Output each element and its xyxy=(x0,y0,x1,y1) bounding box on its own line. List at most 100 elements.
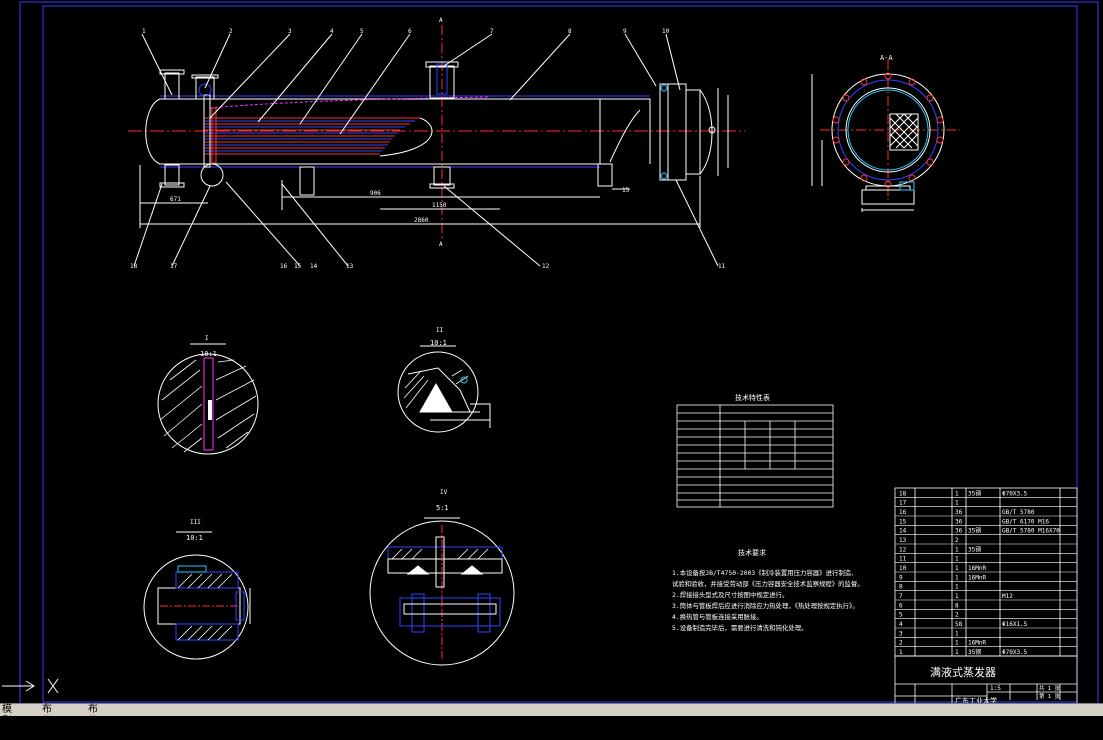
tech-req-line-2: 试验和验收，并接受劳动部《压力容器安全技术监察规程》的监督。 xyxy=(672,579,864,588)
layout-tab-bar: 模型 布局1 布局2 xyxy=(0,703,1103,739)
bom-cell-no: 8 xyxy=(899,584,903,591)
balloon-13: 13 xyxy=(346,263,354,270)
bom-cell-qty: 1 xyxy=(955,556,959,563)
bom-cell-no: 3 xyxy=(899,630,903,637)
bom-cell-note: M12 xyxy=(1002,593,1013,600)
drawing-title: 满液式蒸发器 xyxy=(930,665,996,679)
bom-cell-no: 5 xyxy=(899,612,903,619)
bom-cell-note: Φ70X3.5 xyxy=(1002,490,1028,497)
detail-4-mark: IV xyxy=(440,489,448,496)
title-block xyxy=(894,655,1078,707)
bom-cell-qty: 1 xyxy=(955,490,959,497)
bom-cell-no: 2 xyxy=(899,640,903,647)
bom-cell-qty: 1 xyxy=(955,500,959,507)
side-view-title: A-A xyxy=(880,54,893,62)
title-block-text: 满液式蒸发器 1:5 共 1 张 第 1 张 广东工业大学 xyxy=(930,665,1060,705)
tech-spec-table xyxy=(676,404,834,508)
school-name: 广东工业大学 xyxy=(955,696,997,705)
bom-cell-qty: 36 xyxy=(955,509,963,516)
tech-req-line-5: 4.换热管与管板连接采用胀接。 xyxy=(672,612,763,621)
balloon-16: 16 xyxy=(280,263,288,270)
bom-cell-qty: 1 xyxy=(955,640,959,647)
main-view-labels: A A 671 906 1150 2860 15 1 2 3 4 5 6 7 8… xyxy=(130,17,726,270)
bom-cell-mat: 35钢 xyxy=(968,648,981,656)
dim-2860: 2860 xyxy=(414,217,429,224)
bom-cell-no: 4 xyxy=(899,621,903,628)
tech-req-line-6: 5.设备制造完毕后，需要进行清洗和钝化处理。 xyxy=(672,623,808,632)
balloon-11: 11 xyxy=(718,263,726,270)
balloon-18: 18 xyxy=(130,263,138,270)
bom-cell-no: 7 xyxy=(899,593,903,600)
detail-3-mark: III xyxy=(190,519,201,526)
tech-req-line-3: 2.焊接接头型式及尺寸按图中规定进行。 xyxy=(672,590,788,599)
bom-cell-no: 15 xyxy=(899,518,907,525)
bom-cell-note: GB/T 5780 xyxy=(1002,509,1035,516)
detail-view-1: I 10:1 xyxy=(157,335,259,455)
detail-4-scale: 5:1 xyxy=(436,504,449,512)
balloon-8: 8 xyxy=(568,28,572,35)
ucs-axis-icon xyxy=(2,678,59,694)
section-mark-top: A xyxy=(439,17,443,24)
balloon-5: 5 xyxy=(360,28,364,35)
detail-2-scale: 10:1 xyxy=(430,339,447,347)
bom-cell-qty: 2 xyxy=(955,612,959,619)
sheet-number: 第 1 张 xyxy=(1039,692,1060,700)
detail-view-4: IV 5:1 xyxy=(369,489,515,666)
balloon-2: 2 xyxy=(229,28,233,35)
balloon-4: 4 xyxy=(330,28,334,35)
bom-cell-qty: 2 xyxy=(955,537,959,544)
bom-cell-note: GB/T 5780 M16X70 xyxy=(1002,528,1060,535)
dim-906: 906 xyxy=(370,190,381,197)
bom-cell-no: 13 xyxy=(899,537,907,544)
detail-1-scale: 10:1 xyxy=(200,350,217,358)
detail-3-scale: 10:1 xyxy=(186,534,203,542)
bom-cell-qty: 1 xyxy=(955,584,959,591)
tech-req-title: 技术要求 xyxy=(738,548,766,557)
bom-cell-qty: 1 xyxy=(955,565,959,572)
tech-spec-title: 技术特性表 xyxy=(735,393,770,402)
detail-1-mark: I xyxy=(205,335,209,342)
bom-cell-note: Φ70X3.5 xyxy=(1002,649,1028,656)
bom-cell-qty: 1 xyxy=(955,546,959,553)
bom-cell-no: 16 xyxy=(899,509,907,516)
bom-row-lines xyxy=(895,497,1077,647)
bom-cell-qty: 1 xyxy=(955,593,959,600)
bom-cell-qty: 1 xyxy=(955,649,959,656)
bom-cell-no: 6 xyxy=(899,602,903,609)
detail-2-mark: II xyxy=(436,327,444,334)
dim-671: 671 xyxy=(170,196,181,203)
drawing-scale: 1:5 xyxy=(990,685,1001,692)
balloon-1: 1 xyxy=(142,28,146,35)
tech-req-line-4: 3.筒体与管板焊后应进行消除应力热处理，《热处理按规定执行》。 xyxy=(672,601,859,610)
drawing-border-inner xyxy=(42,5,1078,703)
balloon-14: 14 xyxy=(310,263,318,270)
bom-cell-no: 18 xyxy=(899,490,907,497)
bom-cell-mat: 16MnR xyxy=(968,574,986,581)
balloon-15: 15 xyxy=(294,263,302,270)
balloon-12: 12 xyxy=(542,263,550,270)
sheet-total: 共 1 张 xyxy=(1039,684,1060,692)
bom-cell-qty: 58 xyxy=(955,621,963,628)
balloon-3: 3 xyxy=(288,28,292,35)
bom-cell-mat: 16MnR xyxy=(968,565,986,572)
bom-cell-mat: 16MnR xyxy=(968,640,986,647)
bom-cell-no: 14 xyxy=(899,528,907,535)
bom-cell-qty: 8 xyxy=(955,602,959,609)
bom-cell-note: GB/T 6170 M16 xyxy=(1002,518,1049,525)
balloon-6: 6 xyxy=(408,28,412,35)
bom-cell-qty: 36 xyxy=(955,518,963,525)
side-view-a-a xyxy=(811,60,960,212)
cad-drawing-canvas[interactable]: A A 671 906 1150 2860 15 1 2 3 4 5 6 7 8… xyxy=(0,0,1103,716)
bom-cell-no: 11 xyxy=(899,556,907,563)
bom-cell-no: 10 xyxy=(899,565,907,572)
section-mark-bottom: A xyxy=(439,241,443,248)
balloon-10: 10 xyxy=(662,28,670,35)
bom-cell-qty: 1 xyxy=(955,630,959,637)
bom-cell-mat: 35钢 xyxy=(968,545,981,553)
bom-cell-no: 9 xyxy=(899,574,903,581)
balloon-17: 17 xyxy=(170,263,178,270)
balloon-9: 9 xyxy=(623,28,627,35)
bom-cell-no: 1 xyxy=(899,649,903,656)
main-view xyxy=(128,25,745,267)
